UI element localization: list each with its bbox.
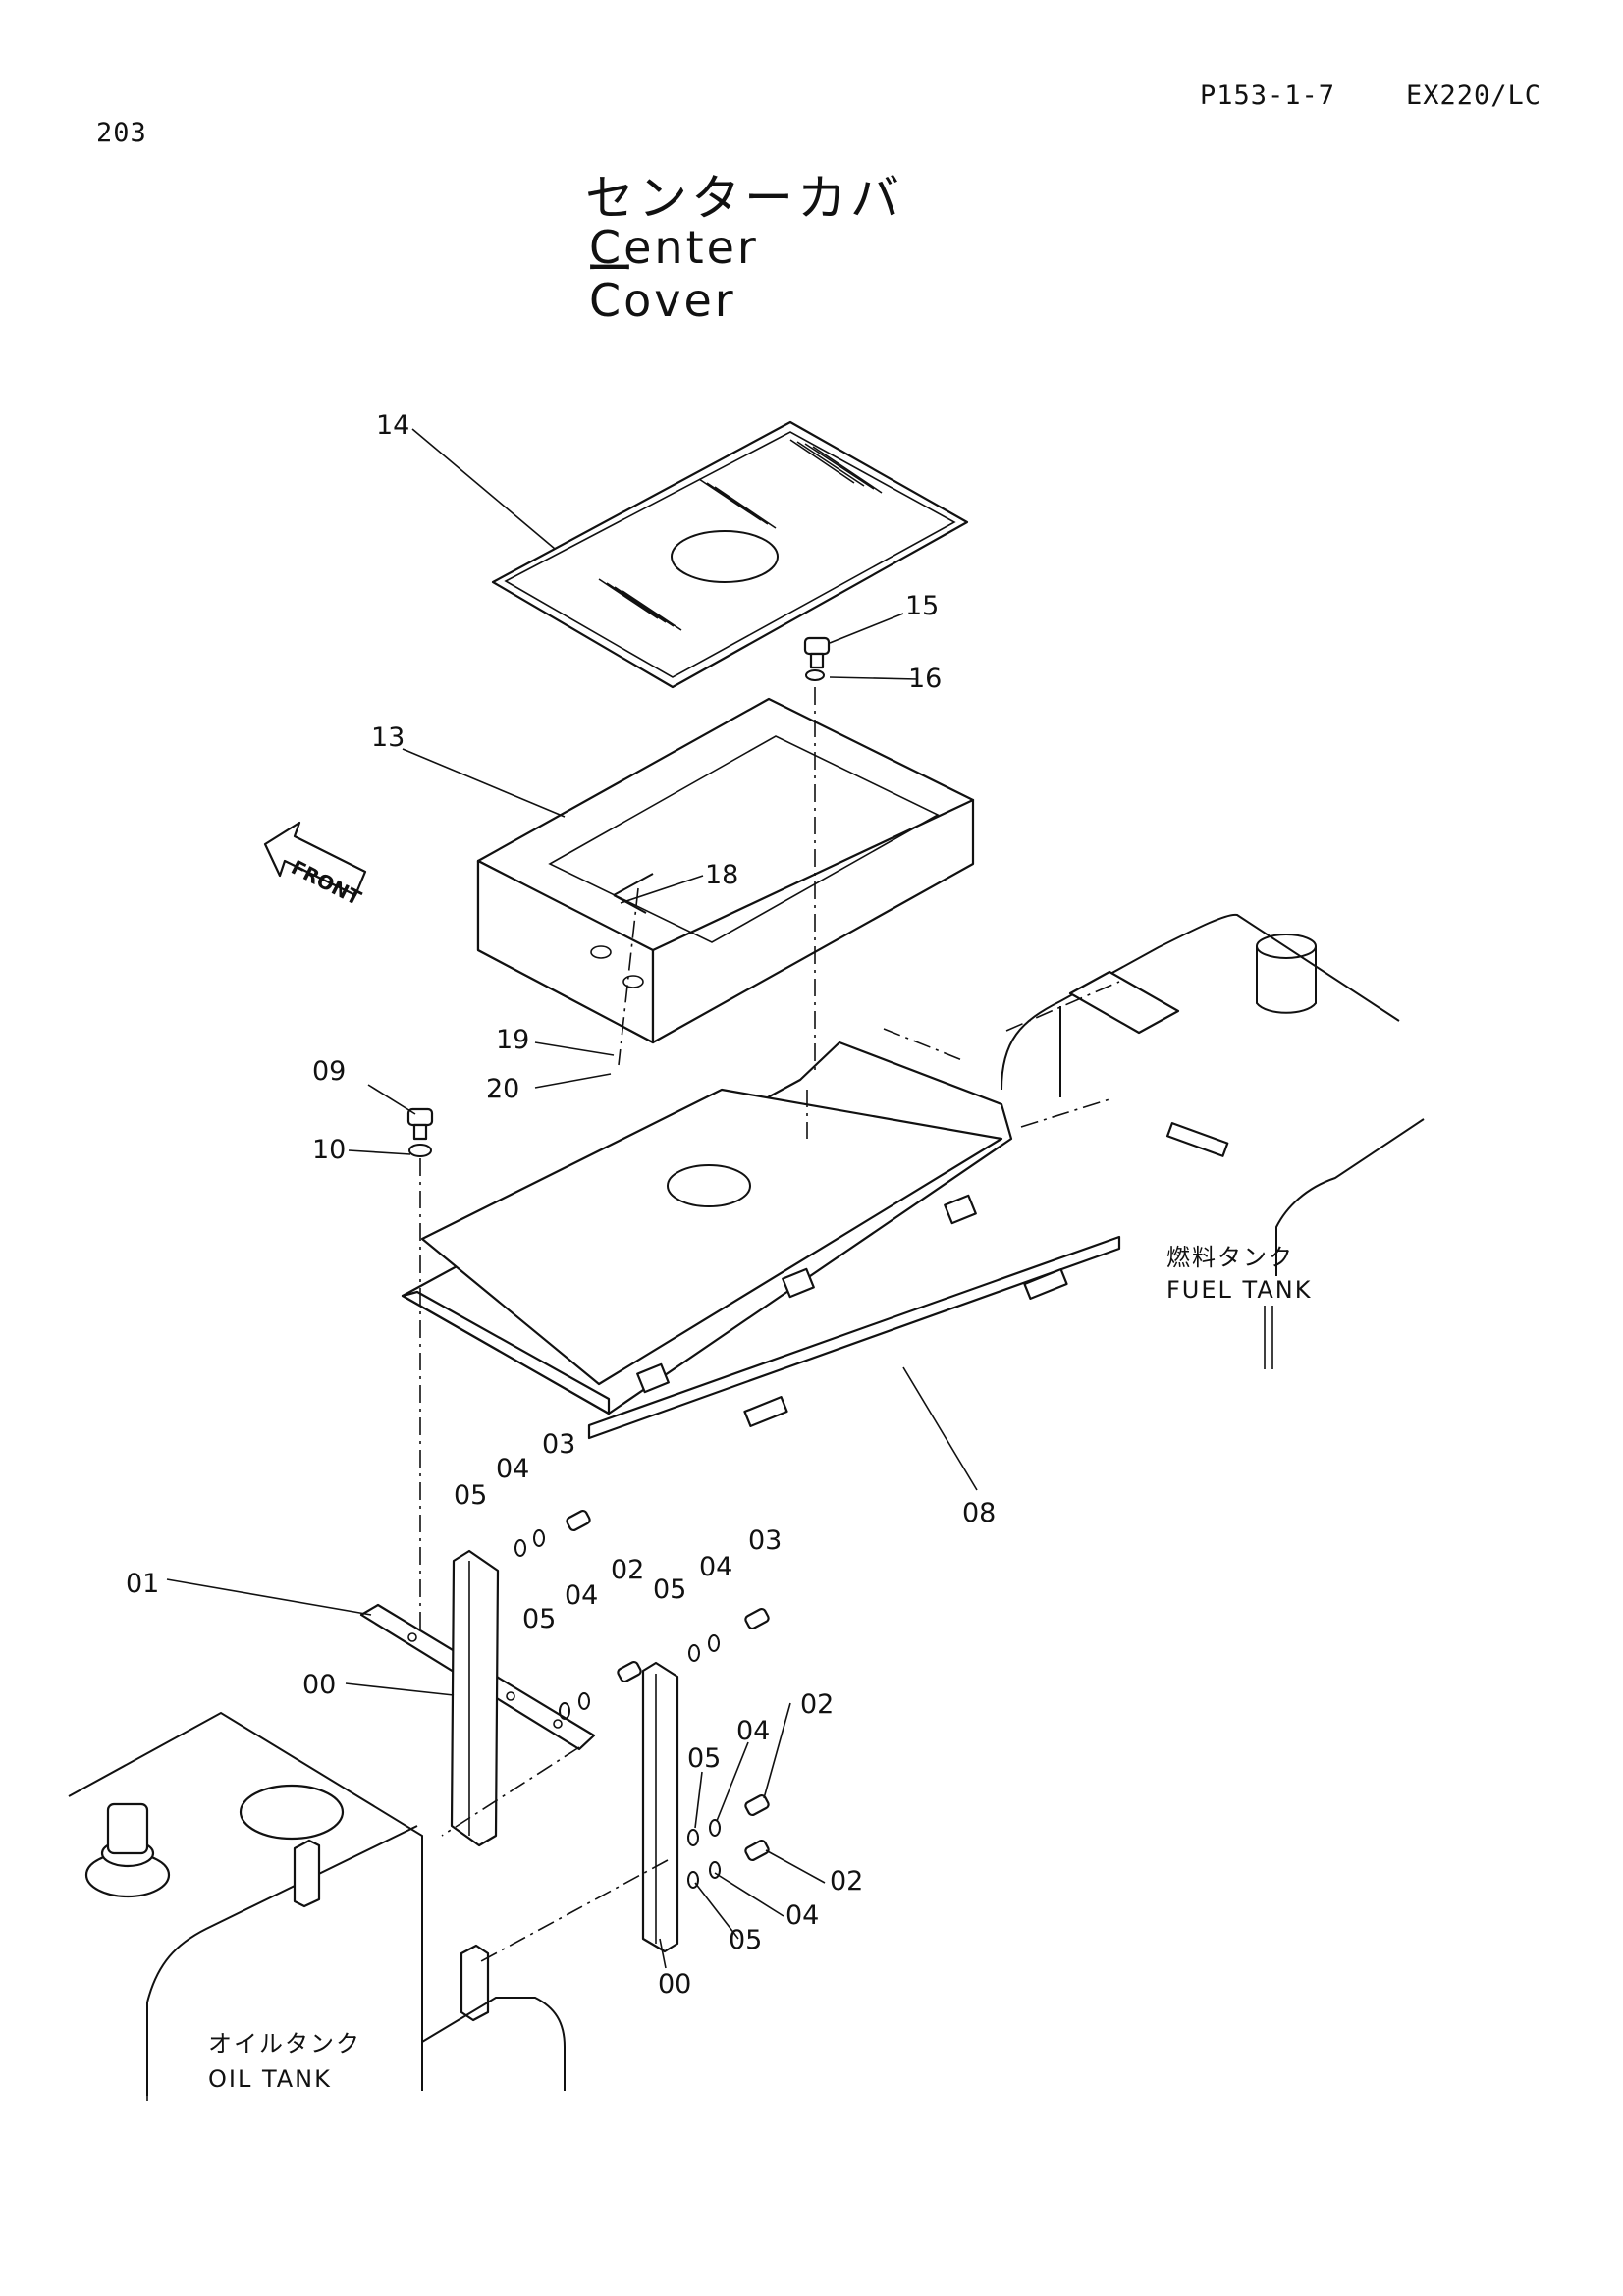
reference-code: P153-1-7	[1200, 80, 1336, 111]
callout-05-b: 05	[522, 1604, 556, 1634]
model-code: EX220/LC	[1406, 80, 1542, 111]
callout-15: 15	[905, 591, 939, 621]
callout-00-a: 00	[302, 1670, 336, 1700]
part-00-bracket-lower	[641, 1661, 679, 1953]
callout-05-e: 05	[729, 1925, 762, 1955]
callout-19: 19	[496, 1025, 529, 1055]
leader-lines-lower	[659, 1702, 826, 1969]
callout-01: 01	[126, 1569, 159, 1599]
oil-tank-label-ja: オイルタンク	[208, 2030, 361, 2057]
fasteners	[406, 636, 831, 1889]
leader-lines	[166, 428, 978, 1696]
callout-04-d: 04	[736, 1716, 770, 1746]
callout-04-e: 04	[785, 1900, 819, 1931]
callout-03-a: 03	[542, 1429, 575, 1460]
callout-02-b: 02	[800, 1689, 834, 1720]
callout-18: 18	[705, 860, 738, 890]
callout-02-a: 02	[611, 1555, 644, 1585]
title-english: Center Cover	[589, 221, 759, 327]
title-japanese: センターカバー	[585, 170, 903, 297]
callout-13: 13	[371, 722, 405, 753]
callout-10: 10	[312, 1135, 346, 1165]
callout-14: 14	[376, 410, 409, 441]
assembly-lines	[419, 687, 1120, 1962]
oil-tank-label-en: OIL TANK	[208, 2065, 332, 2093]
callout-16: 16	[908, 664, 942, 694]
fuel-tank	[1001, 913, 1425, 1369]
part-13-box	[476, 697, 975, 1044]
callout-09: 09	[312, 1056, 346, 1087]
fuel-tank-label-en: FUEL TANK	[1166, 1276, 1312, 1304]
callout-04-c: 04	[699, 1552, 732, 1582]
callout-numbers: 14 15 16 13 18 19 20 09 10 08 05 04 03 0…	[126, 410, 996, 2000]
callout-05-a: 05	[454, 1480, 487, 1511]
page-number: 203	[96, 118, 147, 148]
callout-00-b: 00	[658, 1969, 691, 2000]
callout-03-b: 03	[748, 1525, 782, 1556]
part-14-top-lid	[491, 420, 969, 689]
callout-05-c: 05	[653, 1575, 686, 1605]
callout-04-b: 04	[565, 1580, 598, 1611]
callout-08: 08	[962, 1498, 996, 1528]
callout-05-d: 05	[687, 1743, 721, 1774]
part-00-bracket-upper	[450, 1549, 500, 1847]
part-08-base-cover	[401, 1028, 1121, 1440]
oil-tank	[68, 1711, 566, 2101]
front-arrow-icon: FRONT	[263, 821, 367, 910]
callout-20: 20	[486, 1074, 519, 1104]
callout-04-a: 04	[496, 1454, 529, 1484]
callout-02-c: 02	[830, 1866, 863, 1896]
fuel-tank-label-ja: 燃料タンク	[1166, 1244, 1294, 1271]
